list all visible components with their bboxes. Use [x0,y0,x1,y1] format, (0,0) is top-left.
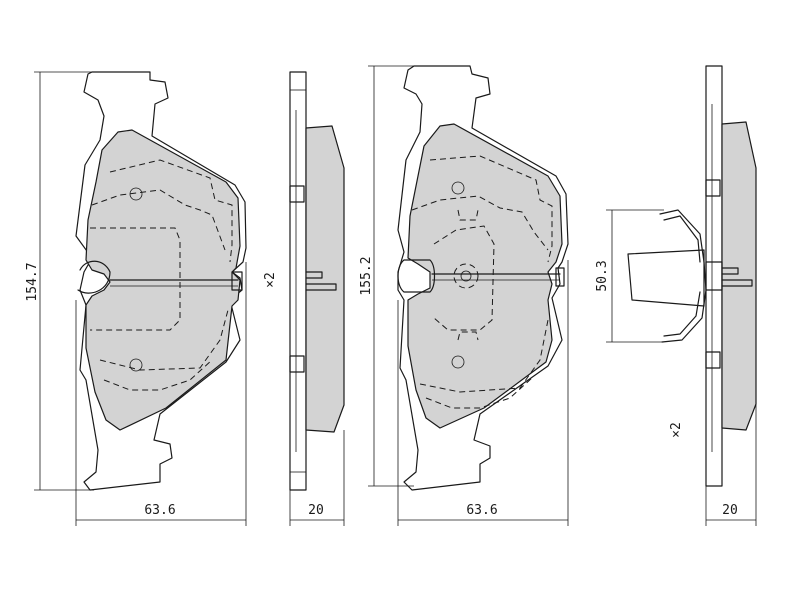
pad-2-width-label: 63.6 [466,503,497,518]
pad-1-side-clip-bottom [289,355,305,373]
pad-2-side-friction [721,121,757,431]
pad-1-side-backing [289,71,307,491]
pad-2-hole-top [451,181,465,195]
pad-2-pin [397,259,436,293]
pad-1-dashed-outline [90,159,233,391]
pad-1-quantity-label: ×2 [263,272,278,288]
anti-rattle-clip-plate [627,249,705,307]
pad-1-front-view [75,71,247,491]
dimension-lines [34,65,757,526]
pad-1-side-view [289,71,345,491]
pad-2-side-clip-bottom [705,351,721,369]
pad-1-thickness-label: 20 [308,503,324,518]
pad-2-side-backing [705,65,723,487]
pad-2-side-view [627,65,757,487]
pad-1-side-friction [305,125,345,433]
pad-2-height-label: 155.2 [359,256,374,295]
anti-rattle-clip [659,209,707,343]
pad-2-side-clip-top [705,179,721,197]
pad-2-dashed-outline [411,155,553,409]
pad-2-quantity-label: ×2 [669,422,684,438]
pad-2-hole-bottom [451,355,465,369]
pad-1-backing-plate [75,71,247,491]
pad-1-side-sensor [305,271,337,291]
pad-2-friction-material [407,123,563,429]
pad-2-wear-sensor-tab [555,267,565,287]
pad-1-hole-bottom [129,358,143,372]
pad-1-height-label: 154.7 [25,262,40,301]
clip-height-label: 50.3 [595,260,610,291]
pad-1-side-clip-top [289,185,305,203]
pad-1-width-label: 63.6 [144,503,175,518]
pad-1-notch [77,260,111,294]
pad-2-backing-plate [397,65,569,491]
pad-2-front-view [397,65,569,491]
pad-1-hole-top [129,187,143,201]
pad-2-thickness-label: 20 [722,503,738,518]
pad-2-side-sensor [721,267,753,287]
pad-1-wear-sensor-tab [231,271,243,291]
pad-2-center-boss [453,263,479,289]
